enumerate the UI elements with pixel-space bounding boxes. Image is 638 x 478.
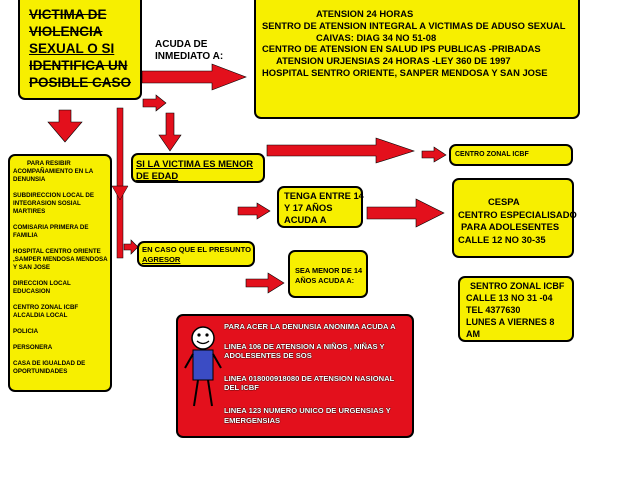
icbf-address-box: SENTRO ZONAL ICBF CALLE 13 NO 31 -04 TEL… bbox=[458, 276, 574, 342]
minor-line: DE EDAD bbox=[136, 170, 179, 181]
arrow-to-under14 bbox=[245, 272, 285, 294]
red-line: LINEA 123 NUMERO UNICO DE URGENSIAS Y bbox=[224, 405, 391, 415]
arrow-into-icbf bbox=[421, 146, 447, 163]
icbf-text: CENTRO ZONAL ICBF bbox=[455, 151, 529, 158]
aggressor-line: AGRESOR bbox=[142, 255, 181, 264]
hospitals-line: ATENSION URJENSIAS 24 HORAS -LEY 360 DE … bbox=[276, 55, 511, 67]
arrow-to-cespa bbox=[366, 198, 445, 228]
cespa-box: CESPA CENTRO ESPECIALISADO PARA ADOLESEN… bbox=[452, 178, 577, 258]
hospitals-box: ATENSION 24 HORAS SENTRO DE ATENSION INT… bbox=[254, 0, 580, 119]
red-line: ADOLESENTES DE SOS bbox=[224, 351, 312, 361]
age-line: ACUDA A bbox=[284, 214, 327, 225]
support-item: HOSPITAL CENTRO ORIENTE ,SAMPER MENDOSA … bbox=[13, 248, 108, 271]
hospitals-line: HOSPITAL SENTRO ORIENTE, SANPER MENDOSA … bbox=[262, 66, 548, 78]
icbf-address-line: SENTRO ZONAL ICBF bbox=[470, 281, 565, 291]
support-item: SUBDIRECCION LOCAL DE INTEGRASION SOSIAL… bbox=[13, 192, 95, 215]
minor-box: SI LA VICTIMA ES MENOR DE EDAD bbox=[131, 153, 265, 183]
hospitals-line: ATENSION 24 HORAS bbox=[316, 8, 414, 19]
age-line: Y 17 AÑOS bbox=[284, 202, 333, 213]
hospitals-line: SENTRO DE ATENSION INTEGRAL A VICTIMAS D… bbox=[262, 19, 566, 31]
acuda-label: ACUDA DE INMEDIATO A: bbox=[155, 39, 223, 63]
under14-line: AÑOS ACUDA A: bbox=[295, 276, 355, 285]
support-item: PERSONERA bbox=[13, 344, 53, 351]
victim-line: VICTIMA DE bbox=[29, 7, 107, 22]
icbf-address-line: AM bbox=[466, 329, 480, 339]
aggressor-box: EN CASO QUE EL PRESUNTO AGRESOR bbox=[137, 241, 255, 267]
victim-box: VICTIMA DE VIOLENCIA SEXUAL O SI IDENTIF… bbox=[18, 0, 142, 100]
minor-line: SI LA VICTIMA ES MENOR bbox=[136, 158, 254, 169]
arrow-to-icbf bbox=[266, 137, 415, 164]
age-14-17-box: TENGA ENTRE 14 Y 17 AÑOS ACUDA A bbox=[277, 186, 364, 228]
icbf-address-line: CALLE 13 NO 31 -04 bbox=[466, 293, 553, 303]
support-item: POLICIA bbox=[13, 328, 39, 335]
victim-line: POSIBLE CASO bbox=[29, 75, 132, 90]
support-item: CASA DE IGUALDAD DE OPORTUNIDADES bbox=[13, 360, 86, 375]
hospitals-line: CENTRO DE ATENSION EN SALUD IPS PUBLICAS… bbox=[262, 43, 541, 55]
support-list-box: PARA RESIBIR ACOMPAÑAMIENTO EN LA DENUNS… bbox=[8, 154, 112, 392]
under14-line: SEA MENOR DE 14 bbox=[295, 266, 363, 275]
support-item: PARA RESIBIR ACOMPAÑAMIENTO EN LA DENUNS… bbox=[13, 160, 93, 183]
icbf-address-line: TEL 4377630 bbox=[466, 305, 521, 315]
icbf-box: CENTRO ZONAL ICBF bbox=[449, 144, 573, 166]
victim-line: SEXUAL O SI bbox=[29, 41, 115, 56]
arrow-to-hospitals bbox=[141, 63, 247, 91]
cespa-line: CESPA bbox=[488, 196, 520, 207]
under-14-box: SEA MENOR DE 14 AÑOS ACUDA A: bbox=[288, 250, 368, 298]
red-line: LINEA 018000918080 DE ATENSION NASIONAL bbox=[224, 373, 395, 383]
victim-line: VIOLENCIA bbox=[29, 24, 103, 39]
arrow-to-age-box bbox=[237, 202, 271, 220]
stick-figure-icon bbox=[184, 326, 222, 407]
hospitals-line: CAIVAS: DIAG 34 NO 51-08 bbox=[316, 31, 437, 43]
support-item: COMISARIA PRIMERA DE FAMILIA bbox=[13, 224, 89, 239]
acuda-line: ACUDA DE bbox=[155, 39, 208, 50]
arrow-to-aggressor bbox=[123, 239, 139, 255]
cespa-line: CENTRO ESPECIALISADO bbox=[458, 208, 577, 220]
arrow-trunk-vertical bbox=[116, 107, 124, 259]
support-item: DIRECCION LOCAL EDUCASION bbox=[13, 280, 71, 295]
red-line: LINEA 106 DE ATENSION A NIÑOS , NIÑAS Y bbox=[224, 341, 385, 351]
arrow-down-to-list bbox=[47, 109, 83, 143]
support-item: CENTRO ZONAL ICBF ALCALDIA LOCAL bbox=[13, 304, 79, 319]
anonymous-report-box: PARA ACER LA DENUNSIA ANONIMA ACUDA A LI… bbox=[176, 314, 414, 438]
victim-line: IDENTIFICA UN bbox=[29, 58, 128, 73]
red-line: DEL ICBF bbox=[224, 383, 259, 393]
red-line: EMERGENSIAS bbox=[224, 415, 281, 425]
arrow-small-right bbox=[142, 94, 167, 112]
anonymous-report-text: PARA ACER LA DENUNSIA ANONIMA ACUDA A LI… bbox=[224, 322, 396, 425]
arrow-down-to-minor bbox=[158, 112, 182, 152]
aggressor-line: EN CASO QUE EL PRESUNTO bbox=[142, 245, 252, 254]
red-line: PARA ACER LA DENUNSIA ANONIMA ACUDA A bbox=[224, 322, 396, 331]
cespa-line: CALLE 12 NO 30-35 bbox=[458, 233, 546, 245]
cespa-line: PARA ADOLESENTES bbox=[461, 221, 560, 232]
acuda-line: INMEDIATO A: bbox=[155, 51, 224, 62]
arrow-trunk-head bbox=[111, 185, 129, 201]
age-line: TENGA ENTRE 14 bbox=[284, 190, 364, 201]
icbf-address-line: LUNES A VIERNES 8 bbox=[466, 317, 555, 327]
